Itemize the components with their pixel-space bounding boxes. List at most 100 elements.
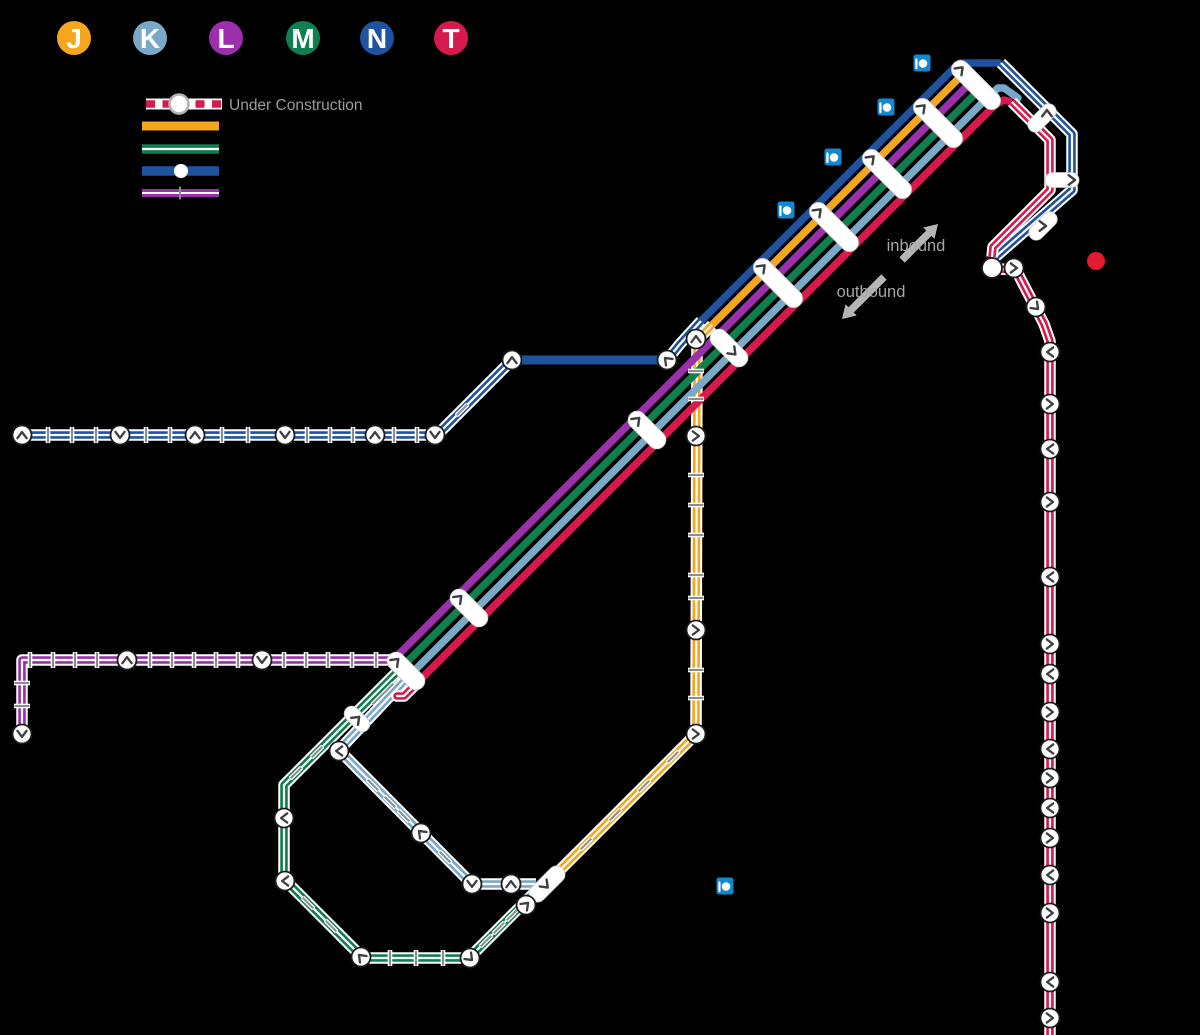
route-bullet-circle [57,21,91,55]
stop-circle [685,723,707,745]
direction-chevron-icon [1045,571,1055,583]
stop-circle [1039,341,1061,363]
direction-chevron-icon [466,879,478,889]
station-pill [709,328,749,368]
minor-stop-tick [666,750,680,764]
route-bullet-circle [434,21,468,55]
stop-circle [1039,1007,1061,1029]
stop-circle [1039,491,1061,513]
direction-chevron-icon [953,66,964,77]
stop-circle [350,946,372,968]
minor-stop-tick [324,919,338,933]
route-bullet-circle [209,21,243,55]
stop-circle-shape [11,723,33,745]
direction-chevron-icon [1040,108,1053,118]
direction-chevron-icon [506,355,518,365]
route-bullet-J: J [57,21,91,55]
minor-stop-tick [505,908,519,922]
station-pill [627,410,667,450]
stop-circle-shape [1039,701,1061,723]
station-pill [862,149,912,199]
stop-circle-shape [109,424,131,446]
direction-chevron-icon [630,416,641,428]
direction-chevron-icon [1045,802,1055,814]
direction-chevron-icon [256,655,268,665]
direction-chevron-icon [755,264,766,275]
minor-stop-tick [301,896,315,910]
stop-circle-shape [501,349,523,371]
stop-circle-shape [1039,738,1061,760]
line-L [16,78,975,734]
stop-circle [1025,296,1047,318]
direction-chevron-icon [519,901,530,912]
stop-circle-shape [251,649,273,671]
station-pills [343,60,1080,903]
direction-chevron-icon [350,715,361,726]
stop-circle-shape [1039,902,1061,924]
stop-circle [184,424,206,446]
stop-circle-shape [1039,864,1061,886]
legend-construction-station [168,93,190,115]
direction-chevron-icon [1045,398,1055,410]
direction-chevron-icon [463,951,474,962]
stop-circle-shape [274,424,296,446]
stop-circle-shape [1039,663,1061,685]
station-pill-shape [343,705,371,733]
station-pill-shape [862,149,912,199]
route-bullet-letter: N [367,23,387,54]
bart-emblem [829,153,839,162]
stop-circle [685,328,707,350]
stop-circle-shape [1039,797,1061,819]
stop-circle-shape [274,870,296,892]
direction-chevron-icon [452,594,463,606]
route-bullet-letter: J [66,23,82,54]
direction-chevron-icon [1045,976,1055,988]
stop-circle-shape [1039,827,1061,849]
route-bullet-letter: K [140,23,160,54]
stop-circle [500,873,522,895]
direction-chevron-icon [334,745,344,757]
stop-circle [116,649,138,671]
stop-circle-shape [1039,971,1061,993]
stop-circle-shape [515,894,537,916]
stop-circle [1039,827,1061,849]
minor-stop-ticks [14,368,704,966]
route-bullet-N: N [360,21,394,55]
stop-circle-shape [685,619,707,641]
station-pill-shape [709,328,749,368]
stop-circle [1039,701,1061,723]
bart-logo-icon [913,54,931,72]
stop-circle-shape [1003,257,1025,279]
stop-circle [328,740,350,762]
minor-stop-tick [397,809,411,823]
stop-circle-shape [424,424,446,446]
stop-circle-shape [685,328,707,350]
stop-circle [656,349,678,371]
direction-chevron-icon [538,878,549,889]
stop-circle [1003,257,1025,279]
legend-station-dot [174,164,188,178]
stop-circle [1039,902,1061,924]
station-pill-shape [913,98,963,148]
minor-stop-tick [608,808,622,822]
station-pill [951,60,1001,110]
stop-circle [251,649,273,671]
route-bullet-T: T [434,21,468,55]
direction-chevron-icon [114,430,126,440]
direction-chevron-icon [1045,496,1055,508]
stop-circle-shape [184,424,206,446]
direction-chevron-icon [1045,706,1055,718]
line-N-stripe [22,359,513,437]
direction-chevron-icon [1029,300,1040,311]
station-pill [1044,172,1080,188]
direction-chevron-icon [1045,668,1055,680]
stop-circle [461,873,483,895]
stop-circle [1039,663,1061,685]
direction-chevron-icon [691,728,701,740]
line-M-surface [280,664,551,962]
direction-chevron-icon [417,829,428,840]
stop-circle [1039,767,1061,789]
